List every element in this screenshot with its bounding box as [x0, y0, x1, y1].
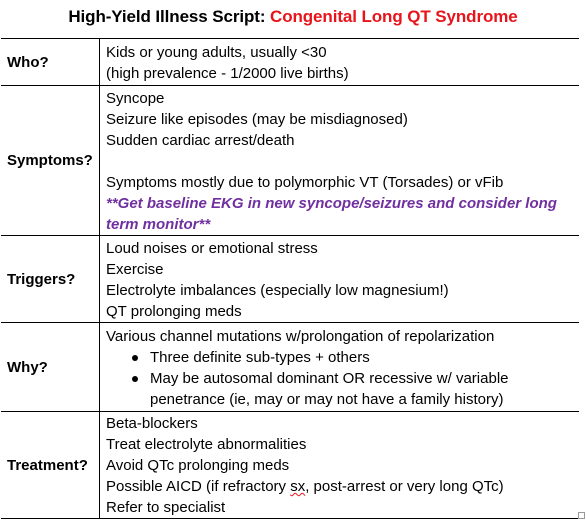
- bullet-dot-icon: [132, 354, 138, 361]
- content-treatment: Beta-blockers Treat electrolyte abnormal…: [99, 411, 579, 519]
- treatment-aicd-line: Possible AICD (if refractory sx, post-ar…: [106, 476, 579, 497]
- content-who: Kids or young adults, usually <30 (high …: [99, 38, 579, 86]
- table-resize-handle-icon[interactable]: [578, 512, 585, 519]
- symptoms-line-4: Symptoms mostly due to polymorphic VT (T…: [106, 173, 504, 191]
- treatment-line-5: Refer to specialist: [106, 499, 226, 516]
- illness-script-table: Who? Kids or young adults, usually <30 (…: [1, 38, 579, 519]
- treatment-line-1: Beta-blockers: [106, 415, 198, 432]
- content-why: Various channel mutations w/prolongation…: [99, 322, 579, 412]
- content-triggers: Loud noises or emotional stress Exercise…: [99, 235, 579, 323]
- symptoms-line-1: Syncope: [106, 89, 165, 107]
- aicd-sx-spellcheck: sx: [290, 478, 306, 495]
- row-triggers: Triggers? Loud noises or emotional stres…: [1, 235, 579, 323]
- symptoms-ekg-note: **Get baseline EKG in new syncope/seizur…: [106, 194, 557, 233]
- row-who: Who? Kids or young adults, usually <30 (…: [1, 38, 579, 86]
- title-prefix: High-Yield Illness Script:: [68, 7, 271, 26]
- label-treatment: Treatment?: [1, 411, 100, 519]
- triggers-line-1: Loud noises or emotional stress: [106, 239, 318, 257]
- symptoms-line-3: Sudden cardiac arrest/death: [106, 131, 295, 149]
- label-why: Why?: [1, 322, 100, 412]
- who-line-2: (high prevalence - 1/2000 live births): [106, 65, 349, 82]
- label-symptoms: Symptoms?: [1, 85, 100, 236]
- label-who: Who?: [1, 38, 100, 86]
- triggers-line-2: Exercise: [106, 260, 164, 278]
- why-bullet-1-text: Three definite sub-types + others: [150, 348, 370, 366]
- title-topic: Congenital Long QT Syndrome: [270, 7, 518, 26]
- content-symptoms: Syncope Seizure like episodes (may be mi…: [99, 85, 579, 236]
- symptoms-spacer: [106, 151, 579, 172]
- who-line-1: Kids or young adults, usually <30: [106, 44, 327, 61]
- label-triggers: Triggers?: [1, 235, 100, 323]
- aicd-text-before: Possible AICD (if refractory: [106, 478, 291, 495]
- triggers-line-4: QT prolonging meds: [106, 302, 242, 320]
- aicd-text-after: , post-arrest or very long QTc): [305, 478, 504, 495]
- row-why: Why? Various channel mutations w/prolong…: [1, 322, 579, 412]
- row-symptoms: Symptoms? Syncope Seizure like episodes …: [1, 85, 579, 236]
- why-bullet-2: May be autosomal dominant OR recessive w…: [106, 368, 579, 410]
- symptoms-line-2: Seizure like episodes (may be misdiagnos…: [106, 110, 408, 128]
- page-title: High-Yield Illness Script: Congenital Lo…: [0, 7, 586, 27]
- triggers-line-3: Electrolyte imbalances (especially low m…: [106, 281, 449, 299]
- why-bullet-2-text: May be autosomal dominant OR recessive w…: [150, 369, 509, 408]
- row-treatment: Treatment? Beta-blockers Treat electroly…: [1, 411, 579, 519]
- bullet-dot-icon: [132, 375, 138, 382]
- why-bullet-1: Three definite sub-types + others: [106, 347, 579, 368]
- treatment-line-2: Treat electrolyte abnormalities: [106, 436, 307, 453]
- treatment-line-3: Avoid QTc prolonging meds: [106, 457, 290, 474]
- why-line-1: Various channel mutations w/prolongation…: [106, 327, 495, 345]
